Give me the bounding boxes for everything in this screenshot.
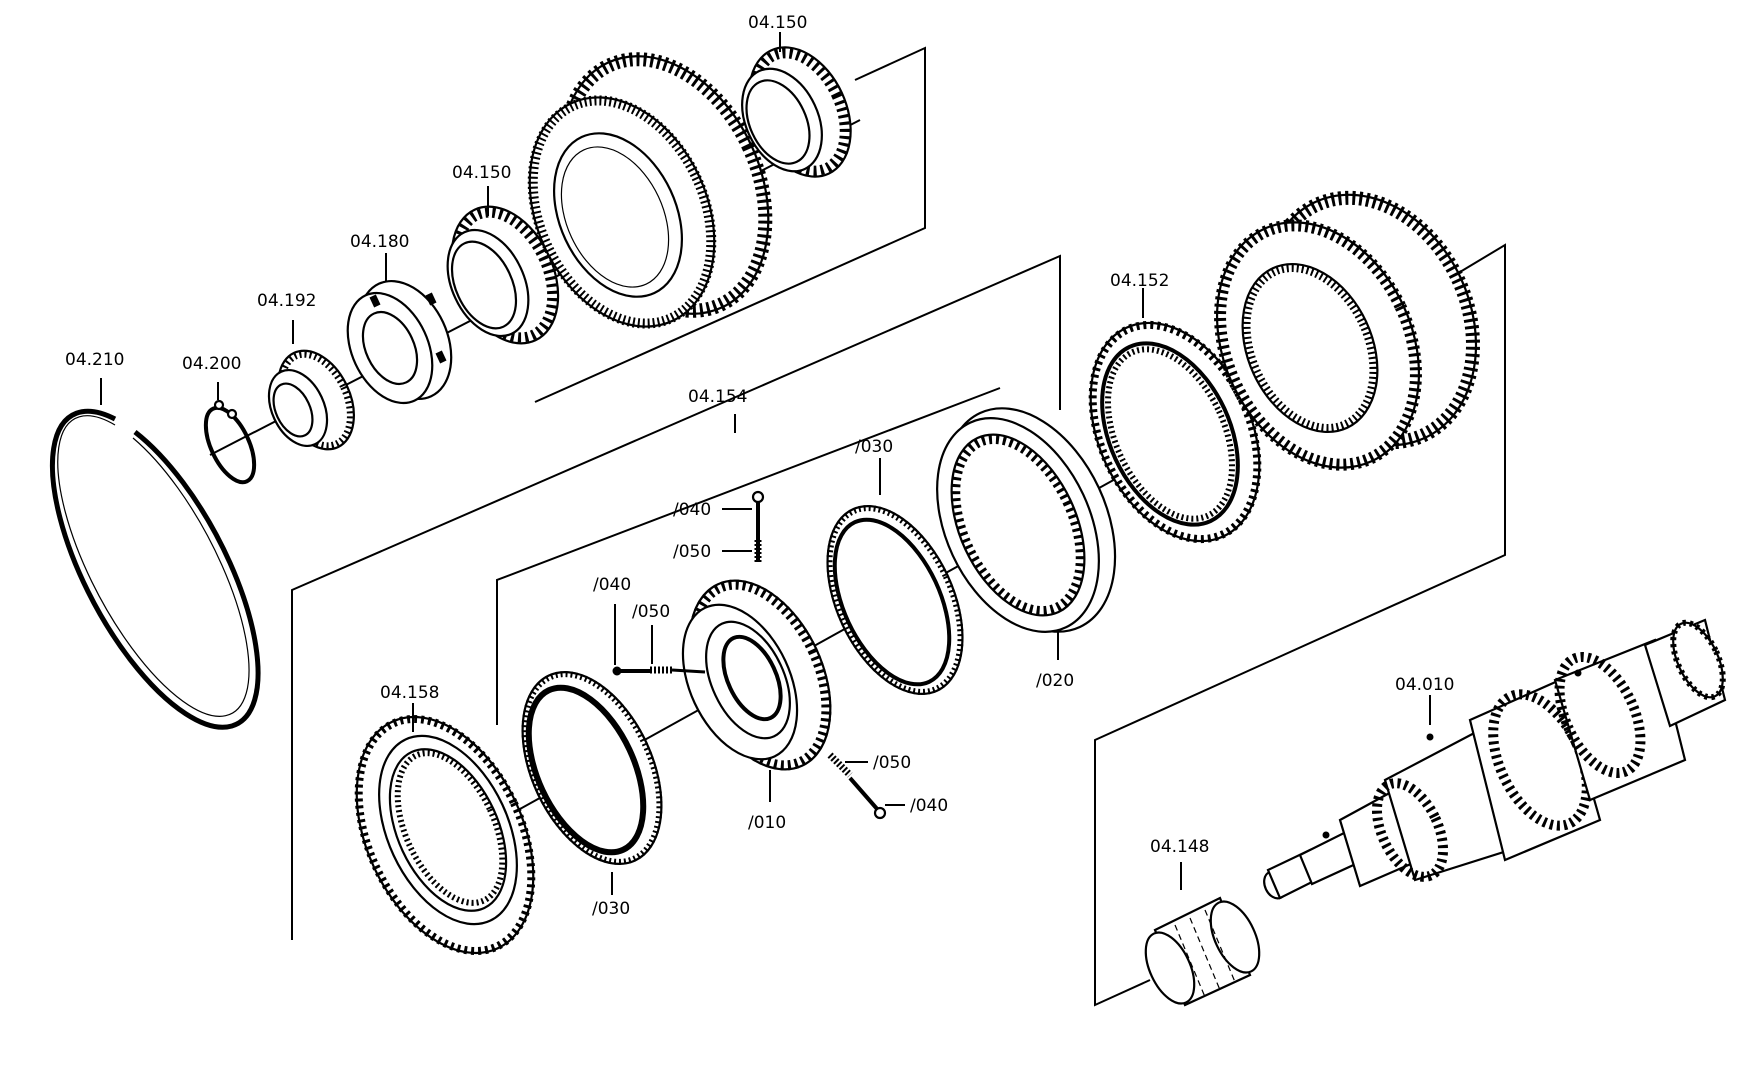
synchro-cone-152: [1088, 320, 1262, 544]
spring-050-left: [650, 666, 706, 674]
label-syncro-030-lower: /030: [592, 899, 630, 919]
label-spring-050-right: /050: [873, 753, 911, 773]
snap-ring-210: [49, 408, 261, 730]
synchro-ring-030-upper: [826, 505, 964, 695]
synchro-hub-010: [681, 579, 832, 771]
slotted-nut-180: [346, 279, 453, 405]
label-ring-200: 04.200: [182, 354, 241, 374]
label-sleeve-020: /020: [1036, 671, 1074, 691]
label-bearing-192: 04.192: [257, 291, 316, 311]
helical-gear-upper: [527, 52, 773, 329]
label-pin-040-top: /040: [673, 500, 711, 520]
label-shaft-010: 04.010: [1395, 675, 1454, 695]
label-bearing-148: 04.148: [1150, 837, 1209, 857]
circlip-200: [203, 399, 257, 485]
clutch-ring-158: [354, 714, 536, 956]
label-hub-010: /010: [748, 813, 786, 833]
helical-gear-right: [1214, 190, 1481, 471]
label-bearing-150-a: 04.150: [452, 163, 511, 183]
spring-050-right: [827, 752, 853, 778]
bracket-upper-group: [534, 46, 926, 403]
label-pin-040-left: /040: [593, 575, 631, 595]
label-pin-040-right: /040: [910, 796, 948, 816]
label-ring-158: 04.158: [380, 683, 439, 703]
label-spring-050-left: /050: [632, 602, 670, 622]
bracket-assembly-154: [291, 254, 1061, 940]
sliding-sleeve-020: [936, 407, 1117, 633]
label-ring-210: 04.210: [65, 350, 124, 370]
main-shaft-010: [1263, 618, 1727, 900]
label-spring-050-top: /050: [673, 542, 711, 562]
label-gear-152: 04.152: [1110, 271, 1169, 291]
pin-040-left: [612, 666, 650, 676]
pin-040-right: [848, 776, 887, 820]
label-syncro-030-upper: /030: [855, 437, 893, 457]
label-nut-180: 04.180: [350, 232, 409, 252]
synchro-ring-030-lower: [521, 671, 663, 865]
bracket-hub-group: [496, 387, 1001, 725]
bracket-shaft-group: [1094, 243, 1506, 1007]
needle-bearing-148: [1144, 896, 1261, 1007]
label-bearing-150-b: 04.150: [748, 13, 807, 33]
bearing-150-upper: [741, 46, 852, 178]
label-assembly-154: 04.154: [688, 387, 747, 407]
bearing-192: [267, 349, 355, 451]
bearing-150-lower: [446, 205, 560, 345]
